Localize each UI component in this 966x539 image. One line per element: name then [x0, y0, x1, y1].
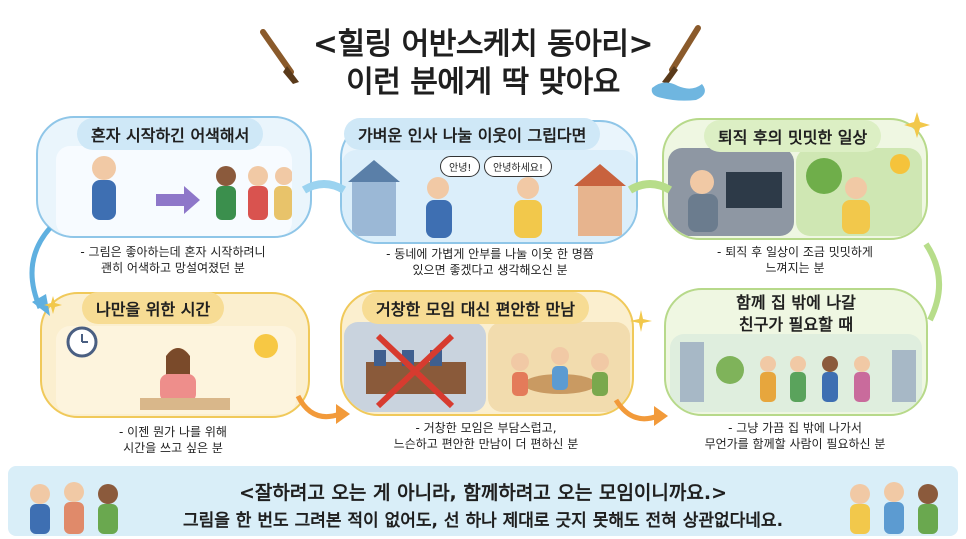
footer-line2: 그림을 한 번도 그려본 적이 없어도, 선 하나 제대로 긋지 못해도 전혀 …: [182, 511, 784, 531]
arrow-icon: [627, 180, 673, 194]
arrow-icon: [923, 242, 942, 322]
card-description: - 이젠 뭔가 나를 위해 시간을 쓰고 싶은 분: [119, 425, 227, 455]
paintbrush-icon: [651, 25, 705, 101]
arrow-icon: [301, 180, 347, 194]
arrow-icon: [613, 398, 668, 426]
speech-bubble: 안녕!: [440, 156, 481, 177]
card-title: 거창한 모임 대신 편안한 만남: [362, 292, 589, 324]
footer-line1: <잘하려고 오는 게 아니라, 함께하려고 오는 모임이니까요.>: [238, 482, 727, 504]
sparkle-icon: [630, 310, 652, 332]
scene-illustration: [56, 326, 296, 414]
card-description: - 그림은 좋아하는데 혼자 시작하려니 괜히 어색하고 망설여졌던 분: [80, 245, 266, 275]
sparkle-icon: [904, 112, 930, 138]
card-title: 혼자 시작하긴 어색해서: [77, 118, 264, 150]
arrow-icon: [295, 394, 350, 424]
page-subtitle: 이런 분에게 딱 맞아요: [346, 65, 620, 100]
card-title: 함께 집 밖에 나갈 친구가 필요할 때: [736, 293, 856, 334]
speech-bubble: 안녕하세요!: [484, 156, 553, 177]
scene-illustration: [344, 322, 486, 412]
card-description: - 그냥 가끔 집 밖에 나가서 무언가를 함께할 사람이 필요하신 분: [704, 421, 886, 451]
card-title: 퇴직 후의 밋밋한 일상: [704, 120, 882, 152]
page-title: <힐링 어반스케치 동아리>: [312, 27, 654, 62]
sparkle-icon: [44, 296, 62, 314]
people-illustration: [850, 482, 938, 534]
card-title: 가벼운 인사 나눌 이웃이 그립다면: [344, 118, 601, 150]
scene-illustration: [56, 146, 293, 236]
card-title: 나만을 위한 시간: [82, 292, 225, 324]
scene-illustration: [670, 334, 922, 412]
card-description: - 퇴직 후 일상이 조금 밋밋하게 느껴지는 분: [717, 245, 873, 275]
scene-illustration: [488, 322, 630, 412]
card-description: - 거창한 모임은 부담스럽고, 느슨하고 편안한 만남이 더 편하신 분: [393, 421, 579, 451]
card-outing: 함께 집 밖에 나갈 친구가 필요할 때: [664, 288, 928, 416]
scene-illustration: [668, 148, 794, 236]
paintbrush-icon: [260, 29, 299, 84]
card-description: - 동네에 가볍게 안부를 나눌 이웃 한 명쯤 있으면 좋겠다고 생각해오신 …: [386, 247, 594, 277]
footer-banner: <잘하려고 오는 게 아니라, 함께하려고 오는 모임이니까요.> 그림을 한 …: [8, 466, 958, 536]
scene-illustration: [796, 148, 922, 236]
arrow-icon: [29, 226, 52, 316]
people-illustration: [30, 482, 118, 534]
